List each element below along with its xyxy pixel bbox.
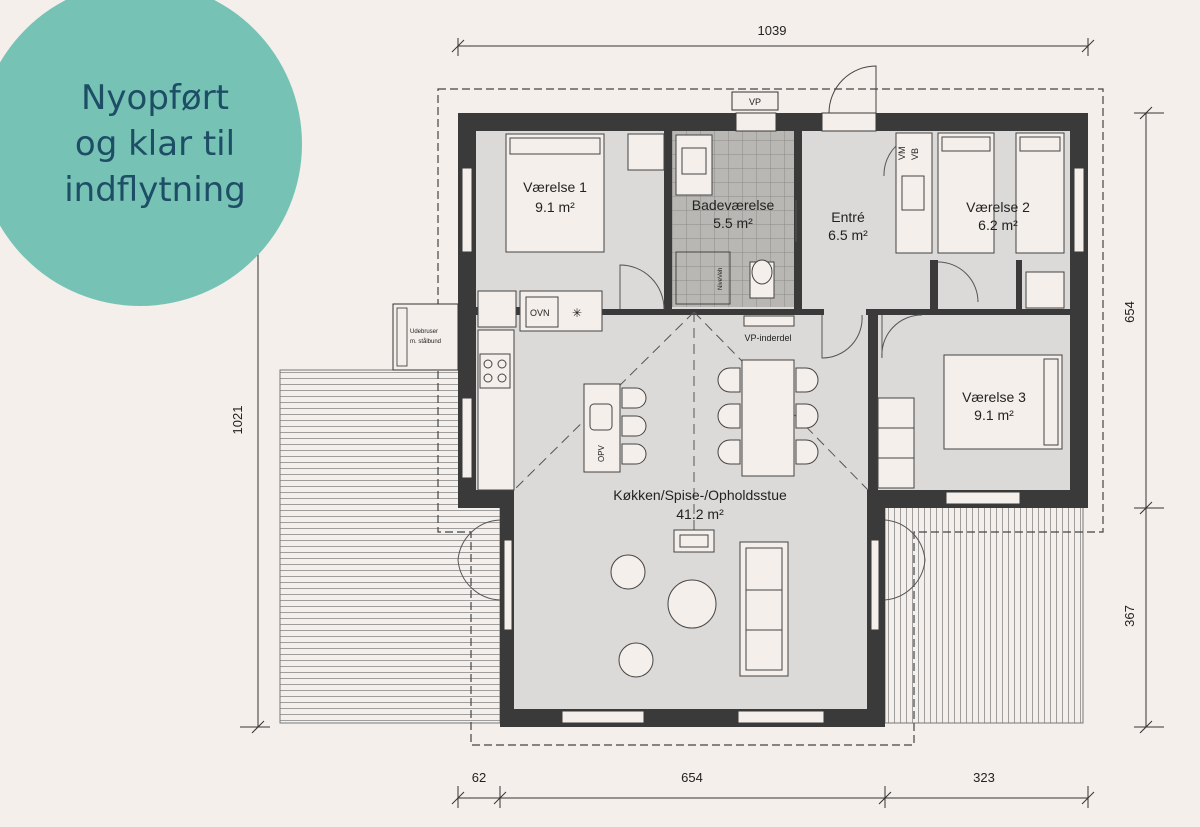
stue-area: 41.2 m² [676, 506, 724, 522]
vp-inderdel: VP-inderdel [743, 315, 795, 343]
udebruser-label: Udebruser [410, 329, 438, 335]
kitchen-island: OPV [583, 383, 647, 473]
udebruser-label-2: m. stålbund [410, 338, 441, 345]
stue-name: Køkken/Spise-/Opholdsstue [613, 487, 787, 503]
dim-bottom-right: 323 [973, 770, 995, 785]
badge-line-1: Nyopført [80, 78, 230, 118]
badge-text: Nyopført og klar til indflytning [30, 75, 280, 213]
vaerelse1-name: Værelse 1 [523, 179, 587, 195]
dim-left: 1021 [230, 406, 245, 435]
outdoor-storage: Udebruser m. stålbund [392, 303, 459, 371]
vp-inderdel-label: VP-inderdel [744, 333, 791, 343]
dim-right-lower: 367 [1122, 605, 1137, 627]
svg-text:✳: ✳ [572, 306, 582, 320]
niveau-label: NiveVeh [718, 268, 724, 290]
beds-vaerelse2 [937, 132, 1065, 309]
dim-bottom-mid: 654 [681, 770, 703, 785]
badge-line-3: indflytning [64, 170, 246, 210]
entre-area: 6.5 m² [828, 227, 868, 243]
dining-table [717, 359, 819, 477]
vaerelse3-name: Værelse 3 [962, 389, 1026, 405]
front-door-opening [821, 112, 877, 132]
kitchen-counter: OVN ✳ [477, 290, 603, 491]
windows [461, 112, 1085, 724]
vaerelse2-area: 6.2 m² [978, 217, 1018, 233]
vaerelse3-area: 9.1 m² [974, 407, 1014, 423]
room-labels: Værelse 1 9.1 m² Badeværelse 5.5 m² Entr… [523, 179, 1030, 522]
roof-outline [437, 88, 1104, 746]
terrace-right [884, 504, 1084, 724]
vb-label: VB [910, 148, 920, 160]
status-badge: Nyopført og klar til indflytning [0, 0, 302, 306]
front-door-swing [828, 65, 877, 114]
vm-label: VM [897, 147, 907, 161]
dim-top: 1039 [758, 23, 787, 38]
ovn-label: OVN [530, 308, 550, 318]
entre-name: Entré [831, 209, 865, 225]
bathroom-fixtures: NiveVeh [675, 134, 775, 305]
bed-vaerelse3 [877, 354, 1063, 489]
bad-area: 5.5 m² [713, 215, 753, 231]
dim-right-upper: 654 [1122, 301, 1137, 323]
vaerelse2-name: Værelse 2 [966, 199, 1030, 215]
dimension-labels: 1039 1021 654 367 62 654 323 [230, 23, 1137, 785]
door-swings [457, 139, 979, 601]
vaerelse1-area: 9.1 m² [535, 199, 575, 215]
dim-bottom-left: 62 [472, 770, 486, 785]
entre-closet: VM VB [895, 132, 933, 254]
bed-vaerelse1 [505, 133, 665, 253]
heat-pump-unit: VP [731, 91, 779, 111]
badge-line-2: og klar til [74, 124, 236, 164]
opv-label: OPV [597, 444, 606, 462]
vault-lines [513, 311, 869, 530]
bad-name: Badeværelse [692, 197, 775, 213]
living-furniture [610, 529, 789, 678]
vp-label: VP [749, 97, 761, 107]
